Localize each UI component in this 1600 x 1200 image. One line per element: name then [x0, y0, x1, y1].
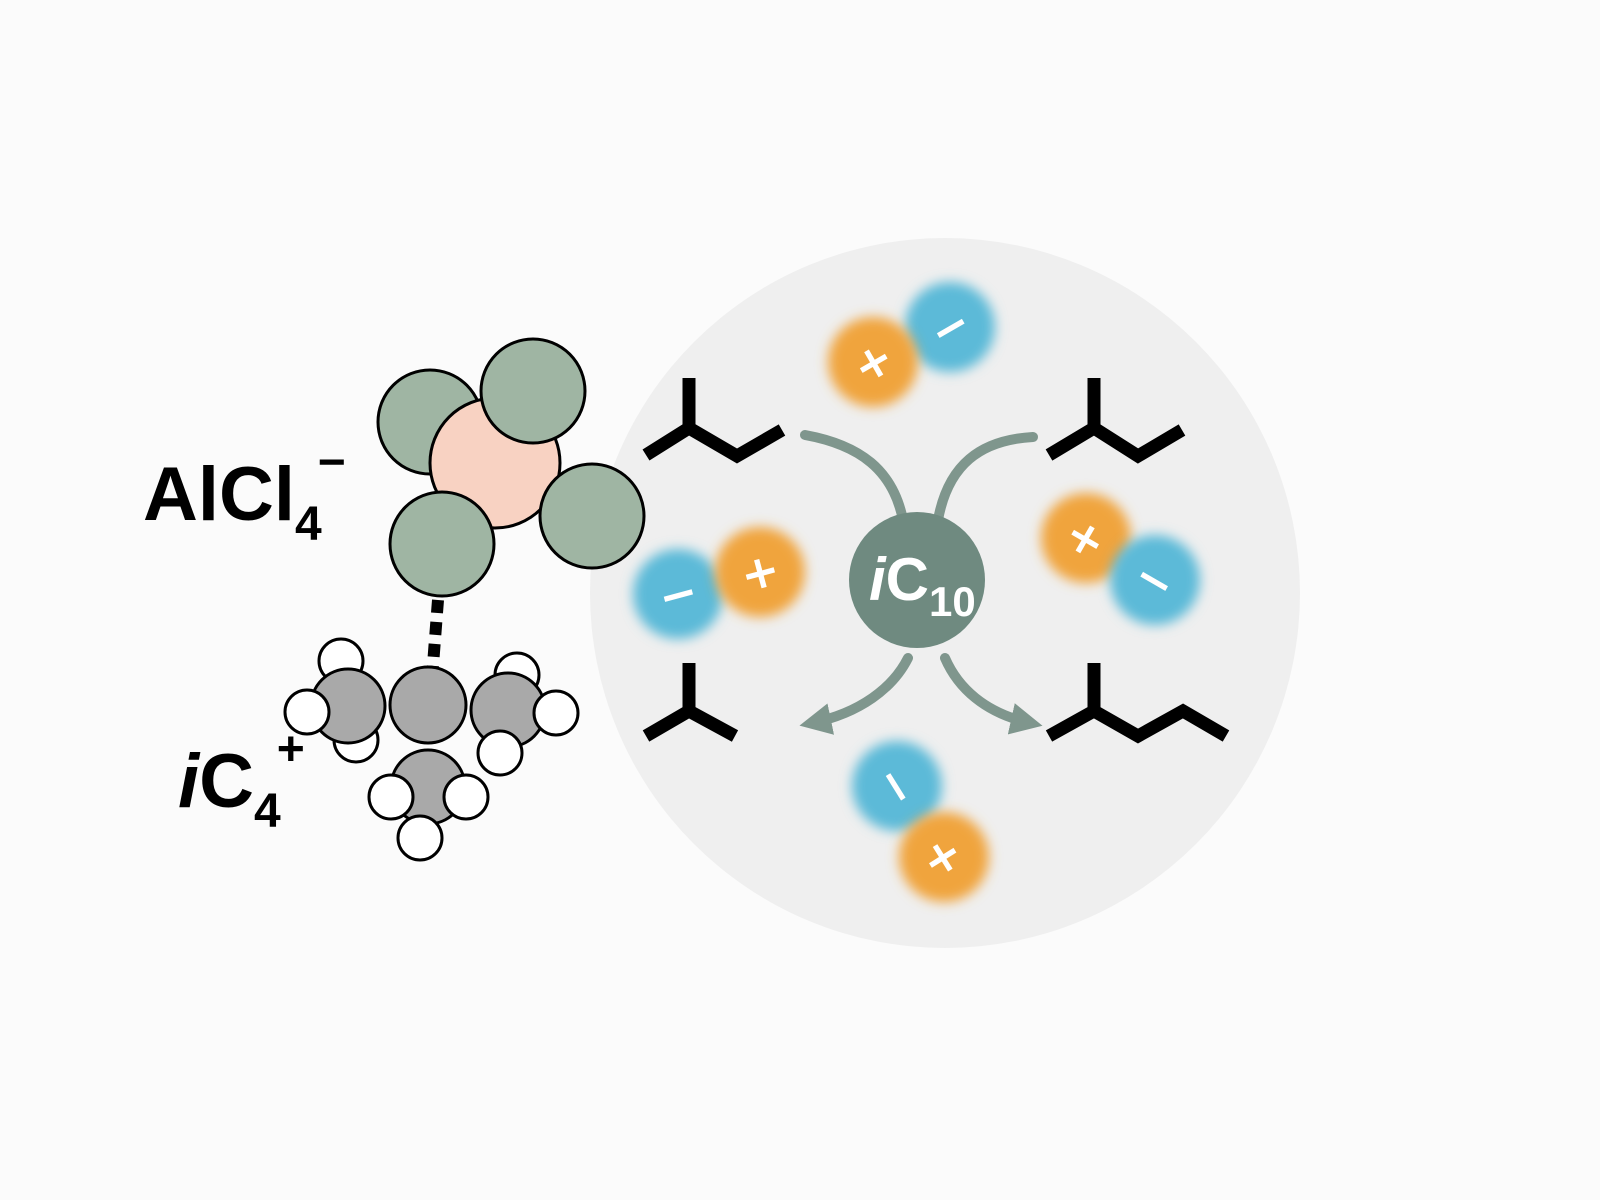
reaction-arrows [799, 430, 1043, 735]
cation-blob [899, 812, 989, 902]
ion-pair-left: − + [633, 527, 805, 639]
ic4-cation-molecule [283, 637, 580, 862]
ic10-label-sub: 10 [929, 578, 976, 625]
reactant-arrow-right [933, 432, 1038, 525]
ic4-label-italic: i [178, 739, 201, 824]
alcl4-label: AlCl4 − [143, 436, 346, 551]
ic4-label-sup: + [277, 723, 305, 776]
hydrogen-atom [532, 689, 580, 737]
anion-blob [1110, 535, 1200, 625]
product-arrow-right [940, 653, 1043, 735]
ion-pair-bottom: − + [852, 741, 989, 902]
ic10-label-main: C [886, 546, 929, 613]
isooctane-skeleton [1045, 663, 1230, 744]
ic4-label: iC4 + [178, 723, 305, 838]
anion-blob [905, 282, 995, 372]
alcl4-anion-molecule [376, 337, 646, 598]
isobutene-skeleton-top-right [1045, 378, 1186, 464]
hydrogen-atom [367, 773, 415, 821]
cation-blob [715, 527, 805, 617]
chloride-atom [479, 337, 587, 445]
product-arrow-left [799, 653, 913, 735]
anion-blob [852, 741, 942, 831]
anion-blob [633, 549, 723, 639]
alcl4-label-sub: 4 [295, 498, 322, 551]
cation-blob [828, 317, 918, 407]
carbon-atom [388, 665, 468, 745]
ion-pair-top: − + [828, 282, 995, 407]
ion-pair-right: + − [1041, 493, 1200, 625]
alcl4-label-main: AlCl [143, 452, 295, 537]
ic4-label-main: C [199, 739, 254, 824]
chloride-atom [538, 462, 646, 570]
alcl4-label-sup: − [318, 436, 346, 489]
hydrogen-atom [442, 773, 490, 821]
isobutane-skeleton [642, 663, 739, 742]
ic4-label-sub: 4 [254, 785, 281, 838]
hydrogen-atom [396, 814, 444, 862]
hydrogen-atom [283, 688, 331, 736]
ic10-label-italic: i [869, 546, 887, 613]
hydrocarbon-skeletons [642, 378, 1230, 744]
reactant-arrow-left [800, 430, 908, 525]
chloride-atom [388, 490, 496, 598]
hydrogen-atom [476, 729, 524, 777]
isobutene-skeleton-top-left [642, 378, 786, 464]
ic10-intermediate-node [849, 512, 985, 648]
ic10-label: iC10 [869, 546, 976, 625]
cation-blob [1041, 493, 1131, 583]
